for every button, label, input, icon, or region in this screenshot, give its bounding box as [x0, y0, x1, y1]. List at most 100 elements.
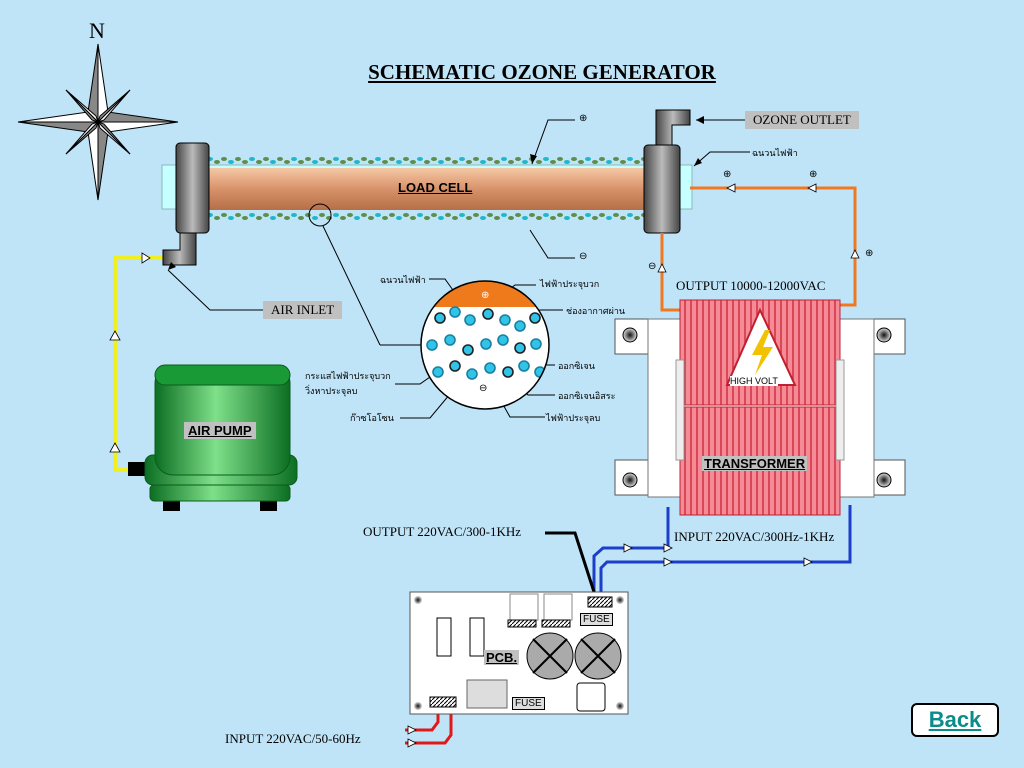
- tube-bead: [599, 157, 605, 161]
- air-pump: [128, 364, 298, 511]
- tube-bead: [291, 157, 297, 161]
- tube-bead: [494, 216, 500, 220]
- tube-bead: [382, 216, 388, 220]
- supply-wire-arrows: [623, 543, 813, 567]
- tube-bead: [508, 160, 514, 164]
- tube-bead: [606, 160, 612, 164]
- tube-bead: [417, 157, 423, 161]
- tube-bead: [620, 160, 626, 164]
- tube-bead: [242, 216, 248, 220]
- tube-bead: [487, 213, 493, 217]
- leader-arrowheads: [168, 116, 704, 270]
- tube-bead: [522, 216, 528, 220]
- tube-bead: [382, 160, 388, 164]
- insulator-right-label: ฉนวนไฟฟ้า: [752, 148, 798, 158]
- tube-bead: [235, 157, 241, 161]
- pcb-label: PCB.: [484, 650, 520, 665]
- high-volt-label: HIGH VOLT: [730, 376, 778, 386]
- tube-bead: [333, 213, 339, 217]
- current-label-line2: วิ่งหาประจุลบ: [305, 386, 358, 396]
- tube-bead: [221, 213, 227, 217]
- tube-bead: [277, 213, 283, 217]
- tube-bead: [438, 216, 444, 220]
- tube-bead: [340, 160, 346, 164]
- tube-bead: [585, 157, 591, 161]
- tube-bead: [592, 160, 598, 164]
- tube-bead: [634, 216, 640, 220]
- compass-rose: [17, 43, 179, 201]
- minus-sign: ⊖: [579, 251, 588, 262]
- tube-bead: [214, 160, 220, 164]
- tube-bead: [438, 160, 444, 164]
- tube-bead: [228, 216, 234, 220]
- tube-bead: [270, 216, 276, 220]
- load-cell-label: LOAD CELL: [398, 180, 473, 195]
- tube-bead: [368, 216, 374, 220]
- molecule-dot: [480, 338, 492, 350]
- molecule-dot: [482, 308, 494, 320]
- tube-bead: [578, 216, 584, 220]
- tube-bead: [347, 157, 353, 161]
- tube-bead: [515, 157, 521, 161]
- tube-bead: [263, 213, 269, 217]
- tube-bead: [480, 216, 486, 220]
- pcb-input-label: INPUT 220VAC/50-60Hz: [225, 731, 361, 746]
- fuse-label-bottom: FUSE: [512, 697, 545, 710]
- tube-bead: [501, 157, 507, 161]
- tube-bead: [564, 160, 570, 164]
- molecule-dot: [499, 314, 511, 326]
- mains-input-wires: [405, 708, 453, 745]
- tube-bead: [431, 213, 437, 217]
- tube-bead: [319, 213, 325, 217]
- molecule-dot: [466, 368, 478, 380]
- tube-bead: [235, 213, 241, 217]
- molecule-dot: [502, 366, 514, 378]
- tube-bead: [389, 213, 395, 217]
- tube-bead: [459, 157, 465, 161]
- molecule-dot: [529, 312, 541, 324]
- molecule-dot: [518, 360, 530, 372]
- tube-bead: [578, 160, 584, 164]
- tube-bead: [613, 157, 619, 161]
- tube-bead: [473, 213, 479, 217]
- air-pump-label: AIR PUMP: [184, 422, 256, 439]
- tube-bead: [564, 216, 570, 220]
- pcb-output-pointer: [545, 531, 597, 596]
- ozone-gas-label: ก๊าซโอโซน: [350, 413, 394, 423]
- back-button[interactable]: Back: [911, 703, 999, 737]
- north-label: N: [89, 18, 105, 43]
- tube-bead: [466, 216, 472, 220]
- tube-bead: [305, 213, 311, 217]
- tube-bead: [536, 160, 542, 164]
- tube-bead: [431, 157, 437, 161]
- pcb-output-label: OUTPUT 220VAC/300-1KHz: [363, 524, 522, 539]
- transformer-label: TRANSFORMER: [702, 456, 808, 471]
- transformer-input-wires: [592, 505, 852, 597]
- leader-lines: [167, 119, 750, 419]
- tube-bead: [249, 157, 255, 161]
- transformer-output-label: OUTPUT 10000-12000VAC: [676, 278, 826, 293]
- tube-bead: [284, 160, 290, 164]
- tube-bead: [592, 216, 598, 220]
- tube-bead: [256, 216, 262, 220]
- tube-bead: [347, 213, 353, 217]
- tube-bead: [361, 213, 367, 217]
- tube-bead: [284, 216, 290, 220]
- tube-bead: [529, 213, 535, 217]
- tube-bead: [620, 216, 626, 220]
- tube-bead: [396, 160, 402, 164]
- tube-bead: [361, 157, 367, 161]
- tube-bead: [221, 157, 227, 161]
- tube-bead: [543, 213, 549, 217]
- insulator-label: ฉนวนไฟฟ้า: [380, 275, 426, 285]
- plus-sign: ⊕: [809, 169, 818, 180]
- tube-bead: [298, 216, 304, 220]
- molecule-dot: [432, 366, 444, 378]
- current-label-line1: กระแสไฟฟ้าประจุบวก: [305, 371, 391, 381]
- tube-bead: [270, 160, 276, 164]
- oxygen-label: ออกซิเจน: [558, 361, 595, 371]
- molecule-dot: [484, 362, 496, 374]
- tube-bead: [487, 157, 493, 161]
- positive-charge-label: ไฟฟ้าประจุบวก: [540, 279, 600, 289]
